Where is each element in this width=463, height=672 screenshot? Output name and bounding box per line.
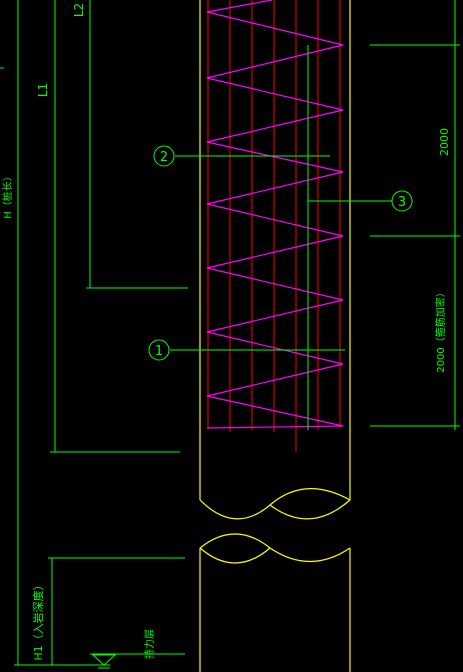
pile-break-top-inner: [269, 499, 351, 520]
callout-circle: [153, 145, 175, 167]
callout-circle: [148, 339, 170, 361]
callout-circle: [391, 190, 413, 212]
label-l1: L1: [36, 83, 50, 97]
spiral-stirrup: [206, 0, 344, 429]
pile-break-bottom: [199, 533, 351, 563]
callout-number: 3: [398, 195, 406, 210]
longitudinal-bars: [207, 0, 341, 452]
pile-outline: [199, 0, 351, 672]
callout-2: 2: [153, 145, 175, 167]
label-dim-mid: 2000（箍筋加密）: [434, 287, 447, 372]
label-h1: H1（入岩深度）: [31, 579, 45, 660]
bearing-layer-symbol: [91, 654, 117, 669]
label-l2: L2: [72, 3, 86, 17]
label-total-height: H（桩长）: [1, 171, 14, 219]
label-bearing-layer: 持力层: [143, 629, 156, 659]
callout-3: 3: [391, 190, 413, 212]
callout-number: 2: [160, 150, 168, 165]
pile-break-bottom-inner: [199, 547, 271, 564]
bearing-triangle: [91, 654, 117, 666]
callout-number: 1: [155, 344, 163, 359]
label-dim-top: 2000: [438, 128, 451, 156]
callout-1: 1: [148, 339, 170, 361]
